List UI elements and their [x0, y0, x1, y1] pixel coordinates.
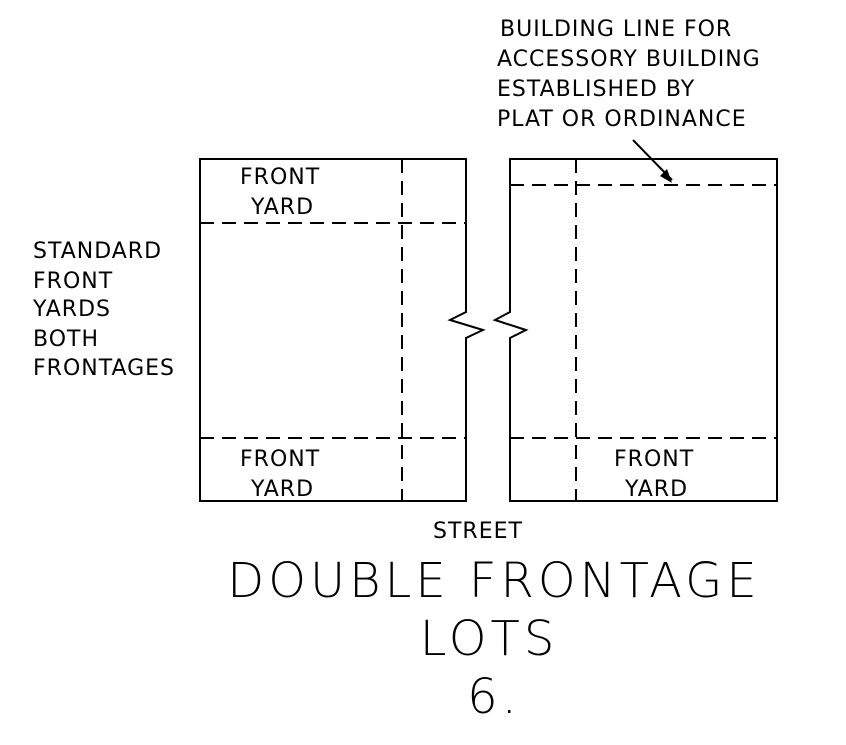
side-note-line-5: FRONTAGES — [33, 356, 175, 381]
left-lot-outline — [199, 158, 467, 502]
right-lot: FRONT YARD — [492, 158, 778, 502]
callout-line-2: ACCESSORY BUILDING — [497, 47, 761, 72]
street-label: STREET — [433, 519, 523, 544]
right-bottom-yard-label-2: YARD — [624, 477, 688, 502]
left-lot-break-symbol — [447, 305, 486, 345]
callout-line-1: BUILDING LINE FOR — [500, 17, 732, 42]
left-bottom-yard-label-1: FRONT — [240, 447, 320, 472]
diagram-title: DOUBLE FRONTAGE LOTS 6. — [227, 553, 760, 725]
standard-front-yards-note: STANDARD FRONT YARDS BOTH FRONTAGES — [32, 239, 175, 381]
left-top-yard-label-1: FRONT — [240, 165, 320, 190]
side-note-line-4: BOTH — [33, 327, 99, 352]
left-bottom-yard-label-2: YARD — [250, 477, 314, 502]
left-lot: FRONT YARD FRONT YARD — [199, 158, 486, 502]
title-line-2: LOTS — [420, 611, 559, 667]
side-note-line-1: STANDARD — [33, 239, 162, 264]
right-lot-outline — [509, 158, 778, 502]
accessory-building-callout: BUILDING LINE FOR ACCESSORY BUILDING EST… — [497, 17, 761, 132]
side-note-line-3: YARDS — [32, 297, 111, 322]
callout-line-3: ESTABLISHED BY — [497, 77, 695, 102]
right-lot-break-symbol — [492, 305, 529, 345]
figure-number: 6. — [467, 669, 521, 725]
callout-line-4: PLAT OR ORDINANCE — [497, 107, 747, 132]
left-top-yard-label-2: YARD — [250, 195, 314, 220]
title-line-1: DOUBLE FRONTAGE — [227, 553, 760, 609]
callout-leader-arrow — [632, 139, 673, 183]
right-bottom-yard-label-1: FRONT — [614, 447, 694, 472]
side-note-line-2: FRONT — [33, 269, 113, 294]
